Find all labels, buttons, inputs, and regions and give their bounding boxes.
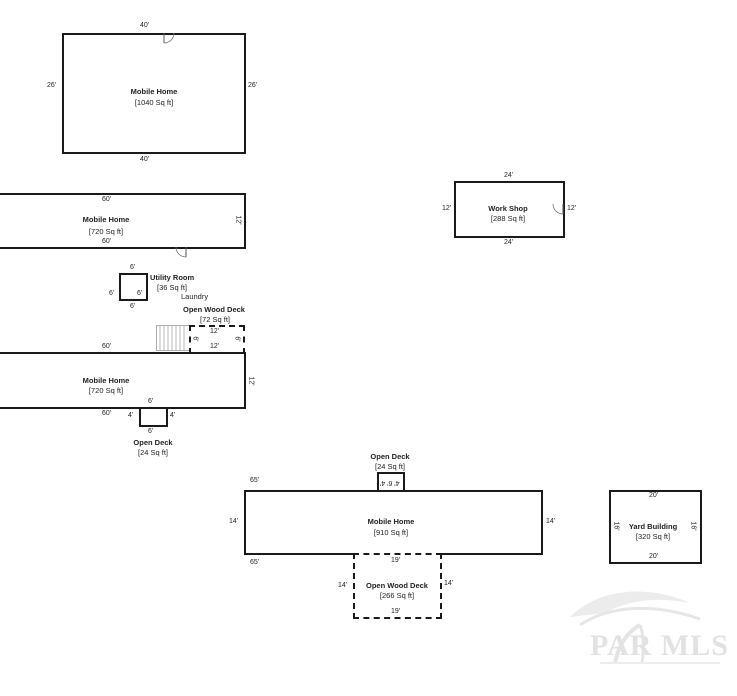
mobile-home-2-right-dim: 12' <box>234 215 242 225</box>
work-shop-name: Work Shop <box>488 204 528 213</box>
utility-room-bottom-dim: 6' <box>130 303 136 310</box>
open-wood-deck-1-area: [72 Sq ft] <box>200 315 231 324</box>
utility-room <box>119 273 148 301</box>
door-swing-icon <box>552 203 564 215</box>
open-deck-2-area: [24 Sq ft] <box>374 462 406 471</box>
work-shop <box>454 181 565 238</box>
yard-building-area: [320 Sq ft] <box>635 532 671 541</box>
yard-building-name: Yard Building <box>628 522 678 531</box>
mobile-home-1-top-dim: 40' <box>140 22 150 29</box>
open-wood-deck-1-left-dim: 6' <box>191 336 199 342</box>
mobile-home-3 <box>0 352 246 409</box>
mobile-home-3-name: Mobile Home <box>82 376 130 385</box>
open-wood-deck-2-top-dim: 19' <box>391 557 401 564</box>
open-wood-deck-2-bottom-dim: 19' <box>391 608 401 615</box>
open-deck-1-right-dim: 4' <box>170 412 176 419</box>
open-deck-2-dims: 4' 6' 4' <box>380 479 400 486</box>
open-deck-1-bottom-dim: 6' <box>148 428 154 435</box>
mobile-home-1-area: [1040 Sq ft] <box>134 98 174 107</box>
work-shop-bottom-dim: 24' <box>504 239 514 246</box>
stairs-icon <box>156 325 190 351</box>
utility-room-top-dim: 6' <box>130 264 136 271</box>
utility-room-name: Utility Room <box>150 273 195 282</box>
yard-building <box>609 490 702 564</box>
open-wood-deck-1-name: Open Wood Deck <box>183 305 245 314</box>
open-deck-1-area: [24 Sq ft] <box>137 448 169 457</box>
work-shop-right-dim: 12' <box>567 205 577 212</box>
mobile-home-4-area: [910 Sq ft] <box>373 528 409 537</box>
open-wood-deck-2-right-dim: 14' <box>444 580 454 587</box>
utility-room-left-dim: 6' <box>109 290 115 297</box>
mobile-home-1 <box>62 33 246 154</box>
mobile-home-2 <box>0 193 246 249</box>
open-wood-deck-1-top-dim: 12' <box>210 328 220 335</box>
mobile-home-4-bottom-dim: 65' <box>250 559 260 566</box>
open-wood-deck-1-bottom-dim: 12' <box>210 343 220 350</box>
utility-room-right-dim: 6' <box>137 290 143 297</box>
mobile-home-1-right-dim: 26' <box>248 82 258 89</box>
mobile-home-2-top-dim: 60' <box>102 196 112 203</box>
work-shop-top-dim: 24' <box>504 172 514 179</box>
mobile-home-3-right-dim: 12' <box>247 376 255 386</box>
open-wood-deck-1-right-dim: 6' <box>233 336 241 342</box>
work-shop-area: [288 Sq ft] <box>490 214 526 223</box>
work-shop-left-dim: 12' <box>442 205 452 212</box>
mobile-home-1-bottom-dim: 40' <box>140 156 150 163</box>
yard-building-top-dim: 20' <box>649 492 659 499</box>
door-swing-icon <box>175 246 187 258</box>
open-wood-deck-2-area: [266 Sq ft] <box>379 591 415 600</box>
open-wood-deck-2-name: Open Wood Deck <box>366 581 428 590</box>
open-deck-1-name: Open Deck <box>133 438 173 447</box>
open-wood-deck-2 <box>353 553 442 619</box>
open-deck-1-top-dim: 6' <box>148 398 154 405</box>
open-deck-2-name: Open Deck <box>370 452 410 461</box>
open-deck-1-left-dim: 4' <box>128 412 134 419</box>
open-wood-deck-2-left-dim: 14' <box>338 582 348 589</box>
door-swing-icon <box>163 32 175 44</box>
mobile-home-4-name: Mobile Home <box>367 517 415 526</box>
yard-building-bottom-dim: 20' <box>649 553 659 560</box>
mobile-home-3-area: [720 Sq ft] <box>88 386 124 395</box>
mobile-home-4-left-dim: 14' <box>229 518 239 525</box>
mobile-home-2-name: Mobile Home <box>82 215 130 224</box>
utility-room-note: Laundry <box>181 292 209 301</box>
utility-room-area: [36 Sq ft] <box>157 283 188 292</box>
watermark-logo-icon: PAR MLS <box>560 585 730 685</box>
mobile-home-4-right-dim: 14' <box>546 518 556 525</box>
mobile-home-1-name: Mobile Home <box>130 87 178 96</box>
mobile-home-4-top-dim: 65' <box>250 477 260 484</box>
mobile-home-2-bottom-dim: 60' <box>102 238 112 245</box>
mobile-home-3-top-dim: 60' <box>102 343 112 350</box>
watermark-text: PAR MLS <box>590 629 729 662</box>
mobile-home-3-bottom-dim: 60' <box>102 410 112 417</box>
mobile-home-2-area: [720 Sq ft] <box>88 227 124 236</box>
open-deck-1 <box>139 407 168 427</box>
mobile-home-1-left-dim: 26' <box>47 82 57 89</box>
